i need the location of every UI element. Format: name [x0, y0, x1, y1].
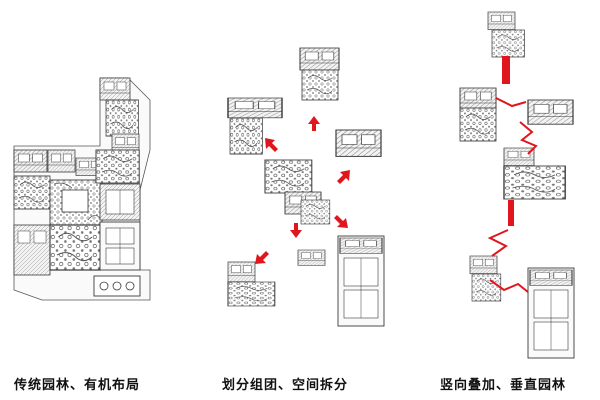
caption-traditional-garden: 传统园林、有机布局	[14, 378, 141, 393]
traditional-garden-plan	[13, 77, 151, 301]
vertical-connectors	[487, 56, 538, 293]
split-clusters-plan	[227, 47, 385, 327]
vertical-stacking-plan	[459, 11, 575, 359]
caption-split-clusters: 划分组团、空间拆分	[222, 378, 349, 393]
separation-arrows	[255, 116, 350, 264]
caption-vertical-stacking: 竖向叠加、垂直园林	[440, 378, 567, 393]
